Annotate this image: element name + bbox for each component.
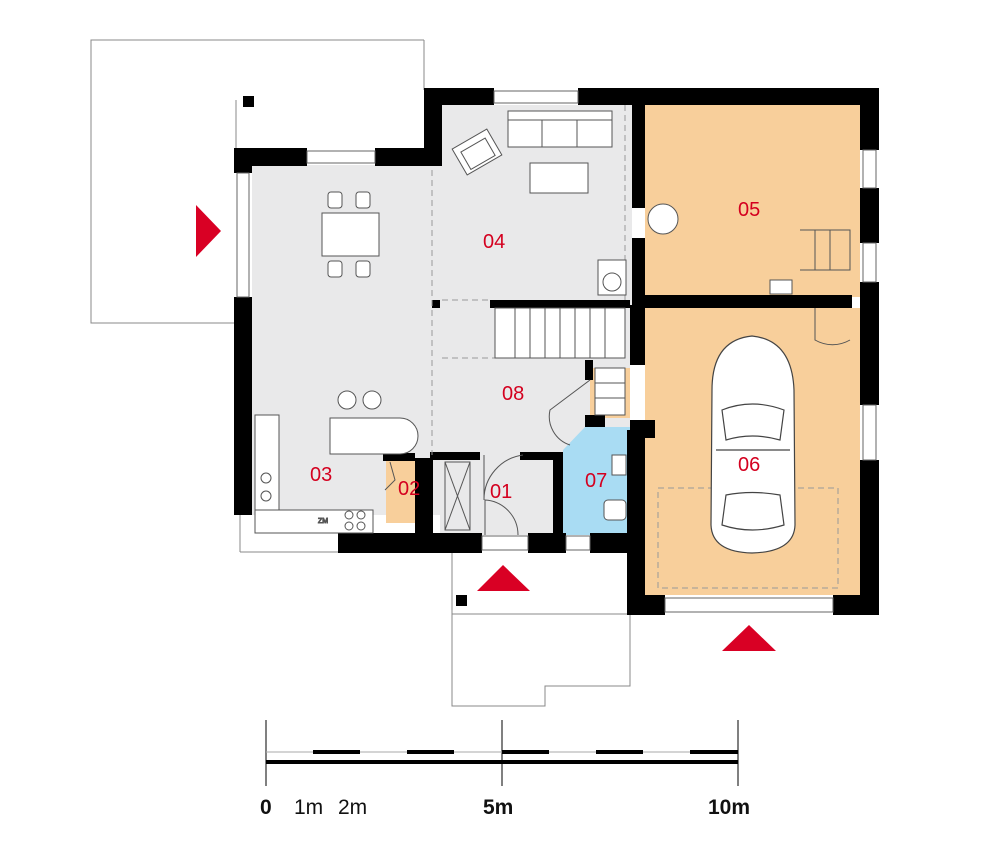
scale-bar: 0 1m 2m 5m 10m (260, 720, 750, 819)
room-labels: 01 02 03 04 05 06 07 08 (310, 199, 760, 503)
terrace-entrance-arrow (196, 205, 221, 257)
scale-label-5m: 5m (483, 796, 513, 819)
doors (384, 308, 851, 536)
scale-label-1m: 1m (294, 796, 323, 819)
utility-floor (645, 105, 860, 297)
scale-label-10m: 10m (708, 796, 750, 819)
room-label-01: 01 (490, 481, 512, 503)
entrance-markers (196, 205, 776, 651)
room-label-06: 06 (738, 454, 760, 476)
room-label-05: 05 (738, 199, 760, 221)
stairs (494, 229, 851, 416)
sofa (451, 110, 613, 194)
garage-entrance-arrow (722, 625, 776, 651)
room-label-08: 08 (502, 383, 524, 405)
windows (236, 90, 877, 613)
terrace-outline (90, 39, 631, 707)
washer-label: ZM (318, 518, 328, 525)
column-markers (243, 96, 467, 606)
bathroom-fixtures (597, 203, 793, 521)
kitchen: ZM (254, 390, 419, 534)
scale-label-2m: 2m (338, 796, 367, 819)
room-label-03: 03 (310, 464, 332, 486)
front-entrance-arrow (477, 565, 530, 591)
room-label-04: 04 (483, 231, 505, 253)
room-label-02: 02 (398, 478, 420, 500)
dining-table (321, 191, 380, 278)
scale-label-0: 0 (260, 796, 272, 819)
room-label-07: 07 (585, 470, 607, 492)
car (710, 335, 796, 554)
walls (234, 88, 879, 615)
